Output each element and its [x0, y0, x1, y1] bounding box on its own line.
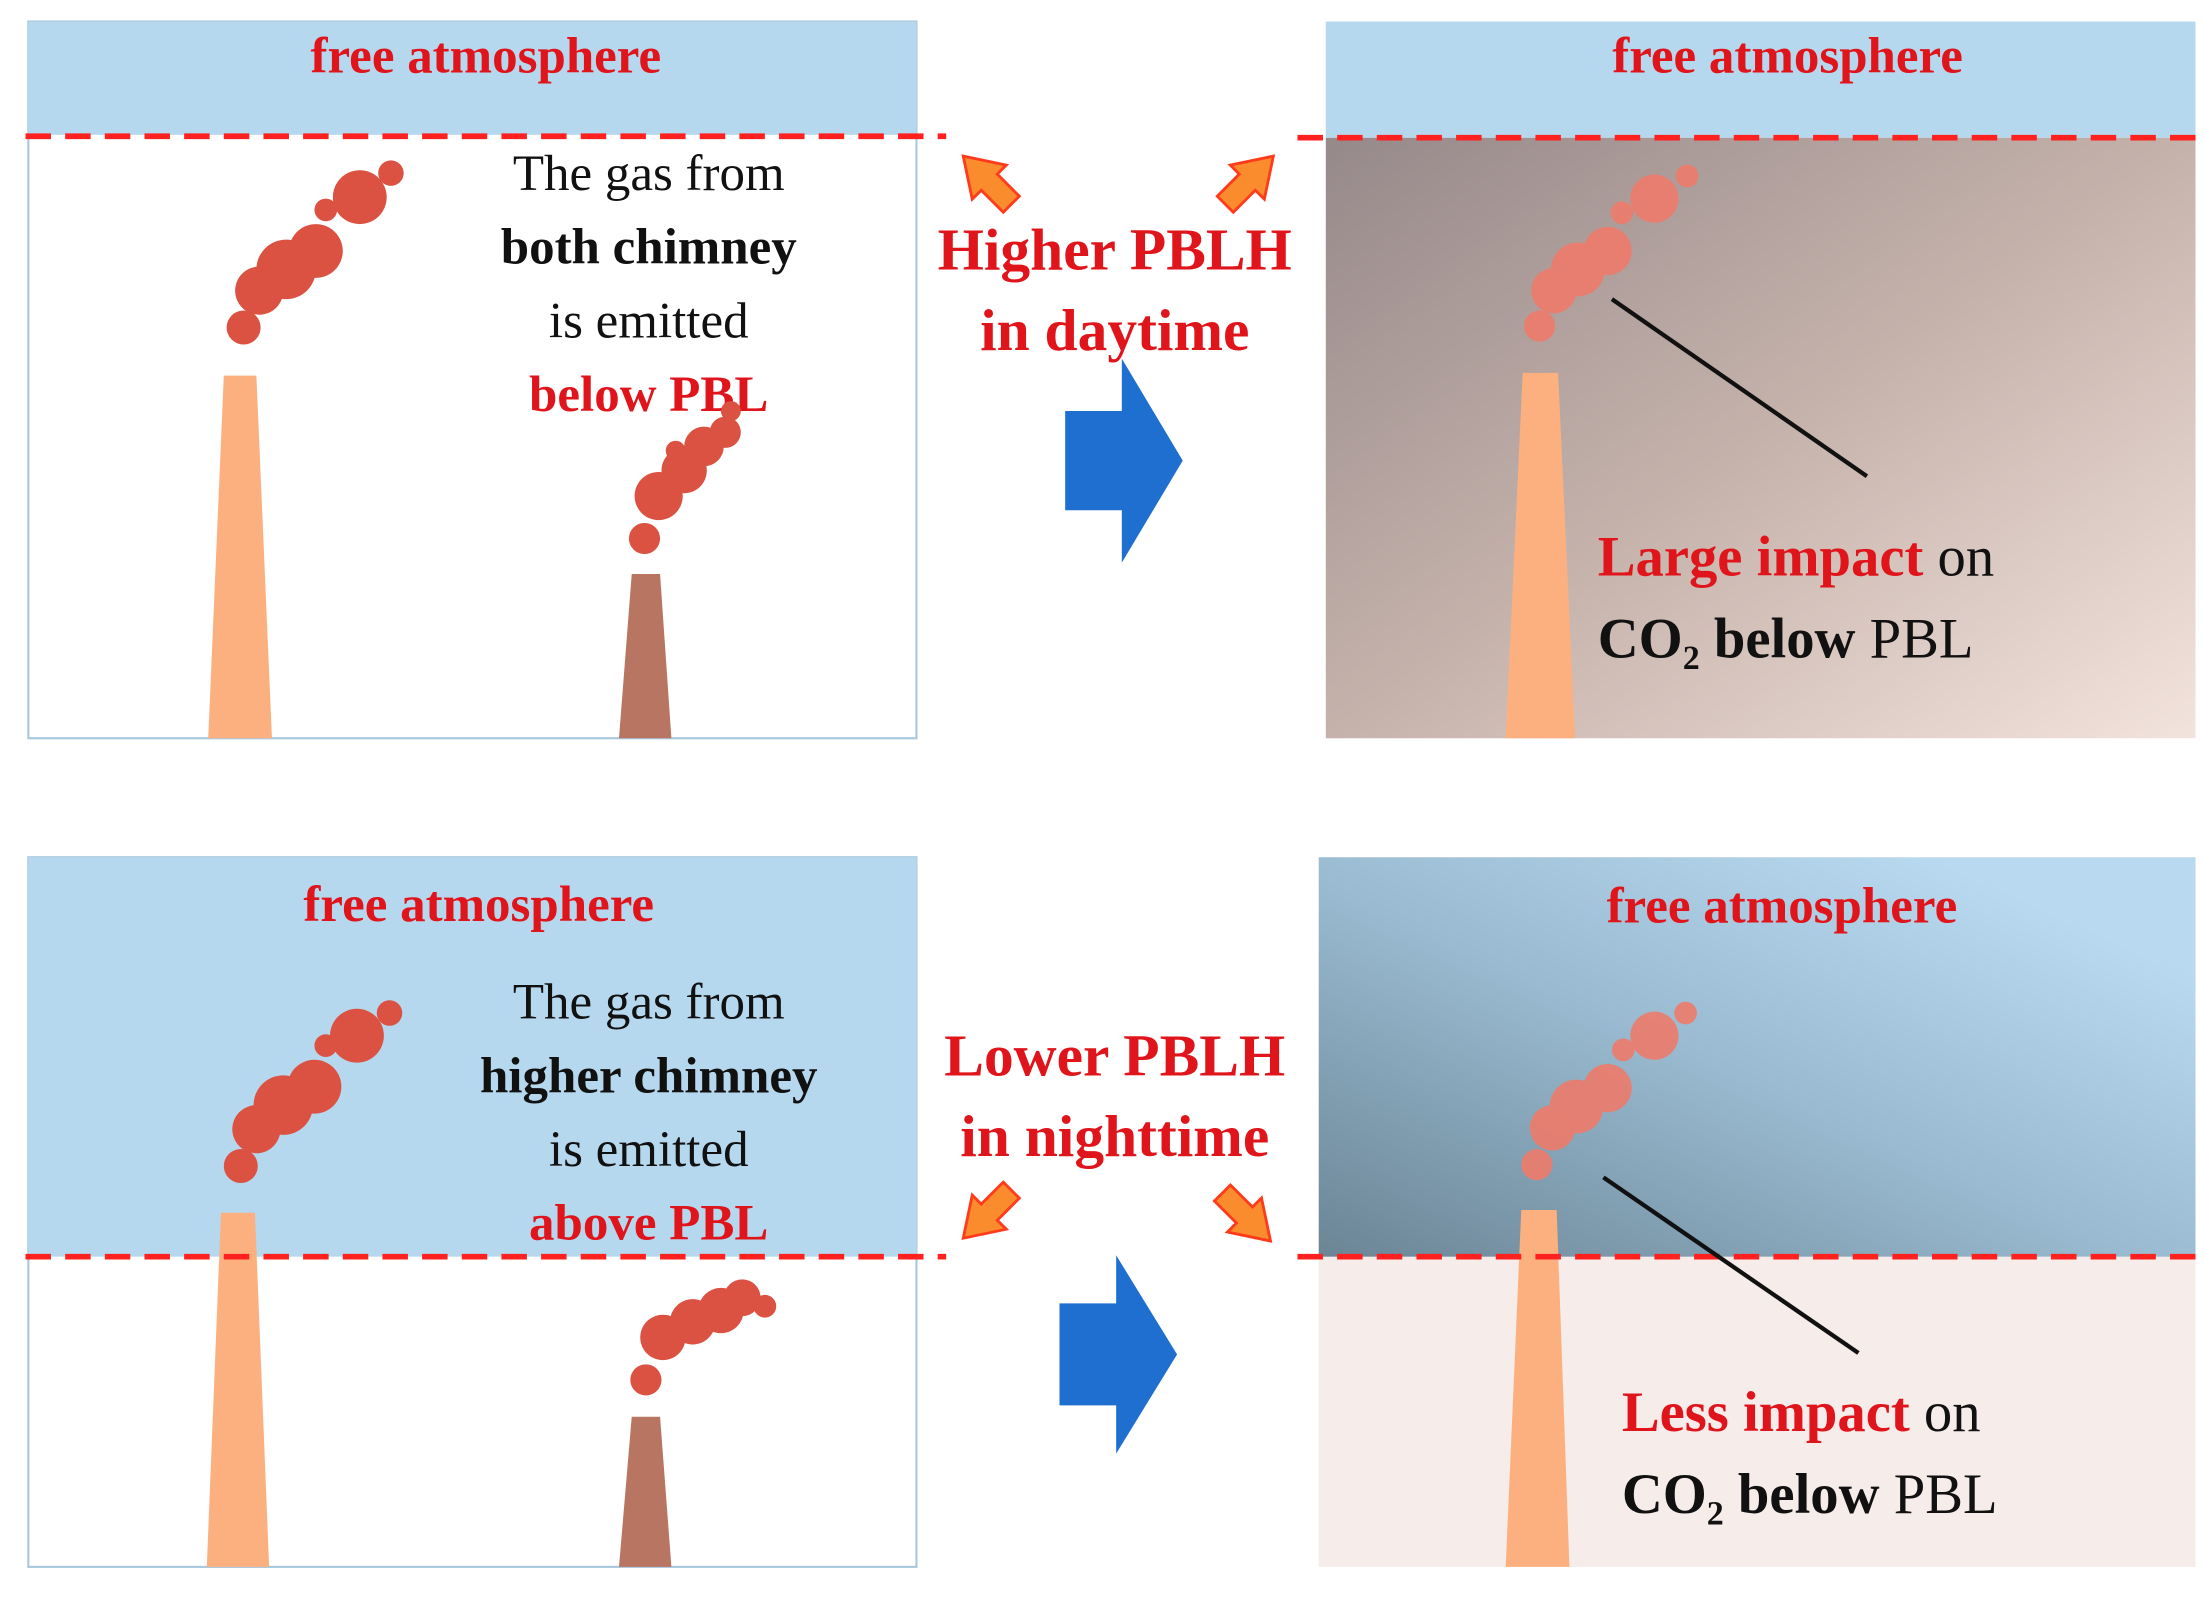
- text-segment: The gas from: [513, 146, 785, 202]
- text-segment: PBL: [1880, 1464, 1998, 1526]
- transition-label-line-1: Lower PBLH: [944, 1022, 1285, 1088]
- smoke-plume: [223, 1000, 403, 1184]
- gas-line-2: both chimney: [501, 220, 797, 276]
- impact-line-1: Less impact on: [1622, 1382, 1981, 1444]
- pointer-line: [1610, 297, 1869, 478]
- diagonal-arrow-icon: [961, 154, 1022, 215]
- gas-description: The gas from higher chimney is emitted a…: [480, 975, 818, 1252]
- tall-chimney: [1505, 1209, 1570, 1567]
- short-chimney: [618, 1416, 672, 1567]
- gas-line-1: The gas from: [513, 146, 785, 202]
- diagonal-arrow-icon: [961, 1180, 1022, 1241]
- free-atmosphere-band: [28, 21, 917, 135]
- text-segment: CO₂ below: [1622, 1464, 1880, 1526]
- tall-chimney: [208, 375, 272, 739]
- impact-line-1: Large impact on: [1598, 526, 1994, 588]
- transition-day: Higher PBLH in daytime: [938, 154, 1292, 563]
- gas-line-3: is emitted: [549, 293, 749, 349]
- diagonal-arrow-icon: [1215, 154, 1276, 215]
- text-segment: The gas from: [513, 975, 785, 1031]
- text-segment: CO₂ below: [1598, 609, 1856, 671]
- transition-label-line-2: in daytime: [980, 297, 1249, 363]
- panel-top-left: free atmosphere The gas from both chimne…: [25, 20, 947, 740]
- gas-line-4: above PBL: [529, 1196, 768, 1252]
- text-segment: is emitted: [549, 293, 749, 349]
- smoke-plume: [628, 401, 741, 555]
- tall-chimney: [1505, 372, 1576, 739]
- text-segment: on: [1910, 1382, 1981, 1444]
- right-arrow-icon: [1059, 1255, 1178, 1454]
- panel-lower-area: [1318, 1256, 2196, 1567]
- transition-night: Lower PBLH in nighttime: [944, 1022, 1285, 1454]
- smoke-plume: [630, 1279, 777, 1396]
- gas-line-1: The gas from: [513, 975, 785, 1031]
- panel-top-right: free atmosphere Large impact on CO₂ belo…: [1297, 21, 2199, 739]
- panel-gradient-area: [1325, 137, 2196, 739]
- text-segment: on: [1923, 526, 1994, 588]
- panel-border: [27, 20, 918, 740]
- pointer-line: [1602, 1175, 1860, 1355]
- text-segment: Less impact: [1622, 1382, 1910, 1444]
- panel-bottom-left: free atmosphere The gas from higher chim…: [25, 856, 947, 1568]
- transition-label-line-2: in nighttime: [960, 1103, 1269, 1169]
- transition-label-line-1: Higher PBLH: [938, 216, 1292, 282]
- short-chimney: [618, 573, 672, 739]
- tall-chimney: [206, 1212, 270, 1567]
- impact-line-2: CO₂ below PBL: [1622, 1464, 1998, 1526]
- free-atmosphere-label: free atmosphere: [1612, 29, 1963, 85]
- smoke-plume-faded: [1524, 164, 1699, 342]
- free-atmosphere-label: free atmosphere: [311, 29, 662, 85]
- free-atmosphere-label: free atmosphere: [303, 877, 654, 933]
- diagonal-arrow-icon: [1212, 1182, 1273, 1243]
- text-segment: Large impact: [1598, 526, 1924, 588]
- free-atmosphere-band: [1325, 21, 2196, 138]
- free-atmosphere-label: free atmosphere: [1607, 878, 1958, 934]
- text-segment: is emitted: [549, 1122, 749, 1178]
- text-segment: both chimney: [501, 220, 797, 276]
- smoke-plume: [226, 160, 404, 345]
- gas-line-3: is emitted: [549, 1122, 749, 1178]
- free-atmosphere-band: [1318, 857, 2196, 1257]
- impact-line-2: CO₂ below PBL: [1598, 609, 1974, 671]
- panel-bottom-right: free atmosphere Less impact on CO₂ below…: [1297, 857, 2199, 1567]
- smoke-plume-faded: [1521, 1001, 1697, 1181]
- text-segment: PBL: [1855, 609, 1973, 671]
- gas-description: The gas from both chimney is emitted bel…: [501, 146, 797, 423]
- free-atmosphere-band: [28, 857, 917, 1257]
- text-segment: higher chimney: [480, 1048, 818, 1104]
- gas-line-2: higher chimney: [480, 1048, 818, 1104]
- text-segment: above PBL: [529, 1196, 768, 1252]
- right-arrow-icon: [1065, 358, 1183, 563]
